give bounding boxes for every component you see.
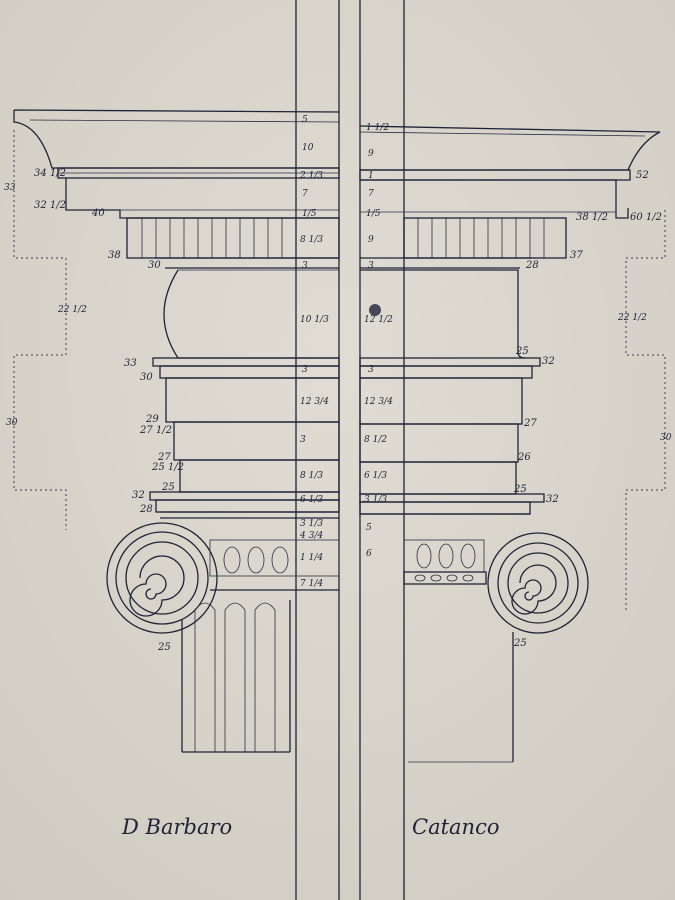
left-dim-labels: 34 1/2 32 1/2 40 38 30 33 30 29 27 1/2 2… xyxy=(34,168,184,653)
dentils-left xyxy=(141,218,283,258)
cdim-l-17: 7 1/4 xyxy=(300,579,323,589)
dim-right-12: 25 xyxy=(513,638,527,649)
dim-left-14: 28 xyxy=(139,504,153,515)
dim-left-15: 25 xyxy=(157,642,171,653)
dim-right-7: 32 xyxy=(542,356,555,367)
cdim-l-7: 3 xyxy=(302,261,308,271)
left-profile xyxy=(13,109,340,753)
dim-left-11: 25 1/2 xyxy=(151,462,184,473)
mdim-left-low: 30 xyxy=(6,418,18,428)
mdim-right-mid: 22 1/2 xyxy=(617,313,647,323)
dim-right-6: 25 xyxy=(515,346,529,357)
cdim-r-9: 3 xyxy=(368,365,374,375)
right-profile xyxy=(359,125,661,763)
egg-dart-left xyxy=(223,546,289,574)
dim-right-1: 52 xyxy=(636,170,649,181)
cdim-l-13: 6 1/3 xyxy=(300,495,323,505)
cdim-l-10: 12 3/4 xyxy=(300,397,329,407)
cdim-l-5: 1/5 xyxy=(302,209,317,219)
cdim-l-8: 10 1/3 xyxy=(300,315,329,325)
cdim-r-10: 12 3/4 xyxy=(364,397,393,407)
right-dim-labels: 52 38 1/2 60 1/2 37 28 25 32 27 26 25 32… xyxy=(513,170,662,649)
dim-left-5: 30 xyxy=(148,260,161,271)
mdim-right-low: 30 xyxy=(660,433,672,443)
caption-barbaro: D Barbaro xyxy=(121,815,232,839)
dim-left-1: 34 1/2 xyxy=(34,168,66,179)
cdim-r-5: 1/5 xyxy=(366,209,381,219)
cdim-r-14: 5 xyxy=(366,523,372,533)
caption-catanco: Catanco xyxy=(412,815,499,839)
center-right-dim-labels: 1 1/2 9 1 7 1/5 9 3 12 1/2 3 12 3/4 8 1/… xyxy=(364,123,393,559)
cdim-r-8: 12 1/2 xyxy=(364,315,393,325)
mdim-left-mid: 22 1/2 xyxy=(57,305,87,315)
cdim-l-11: 3 xyxy=(300,435,306,445)
cdim-l-1: 5 xyxy=(302,115,308,125)
dentils-right xyxy=(417,218,545,258)
cdim-r-3: 1 xyxy=(368,171,374,181)
cdim-l-3: 2 1/3 xyxy=(299,171,323,181)
dim-right-2: 38 1/2 xyxy=(576,212,608,223)
margin-dim-labels: 33 22 1/2 30 22 1/2 30 xyxy=(4,183,672,443)
dim-right-9: 26 xyxy=(517,452,531,463)
cdim-l-9: 3 xyxy=(302,365,308,375)
egg-dart-right xyxy=(416,543,476,569)
cdim-r-6: 9 xyxy=(368,235,374,245)
cdim-r-11: 8 1/2 xyxy=(364,435,387,445)
fluted-shaft-left xyxy=(181,600,291,753)
cdim-l-16: 1 1/4 xyxy=(300,553,323,563)
dim-left-4: 38 xyxy=(108,250,121,261)
ink-blot xyxy=(369,304,381,316)
dim-left-13: 32 xyxy=(132,490,145,501)
cdim-r-2: 9 xyxy=(368,149,374,159)
cdim-l-15: 4 3/4 xyxy=(299,531,323,541)
cdim-r-12: 6 1/3 xyxy=(364,471,387,481)
dim-left-10: 27 xyxy=(157,452,171,463)
cdim-r-1: 1 1/2 xyxy=(366,123,389,133)
dim-left-12: 25 xyxy=(161,482,175,493)
cdim-l-6: 8 1/3 xyxy=(300,235,323,245)
cdim-l-4: 7 xyxy=(302,189,308,199)
dim-right-8: 27 xyxy=(523,418,537,429)
bead-reel-right xyxy=(414,574,474,582)
cdim-r-7: 3 xyxy=(368,261,374,271)
cdim-r-4: 7 xyxy=(368,189,374,199)
dim-left-6: 33 xyxy=(124,358,137,369)
center-left-dim-labels: 5 10 2 1/3 7 1/5 8 1/3 3 10 1/3 3 12 3/4… xyxy=(299,115,329,589)
dim-right-11: 32 xyxy=(546,494,559,505)
cdim-r-13: 3 1/3 xyxy=(364,495,387,505)
dim-right-3: 60 1/2 xyxy=(630,212,662,223)
dim-right-10: 25 xyxy=(513,484,527,495)
dim-right-4: 37 xyxy=(570,250,583,261)
dim-right-5: 28 xyxy=(525,260,539,271)
cdim-r-15: 6 xyxy=(366,549,372,559)
cdim-l-2: 10 xyxy=(302,143,314,153)
dim-left-2: 32 1/2 xyxy=(34,200,66,211)
cdim-l-14: 3 1/3 xyxy=(300,519,323,529)
dim-left-8: 29 xyxy=(145,414,159,425)
cdim-l-12: 8 1/3 xyxy=(300,471,323,481)
dim-left-7: 30 xyxy=(140,372,153,383)
mdim-left-top: 33 xyxy=(4,183,16,193)
dim-left-9: 27 1/2 xyxy=(139,425,172,436)
dim-left-3: 40 xyxy=(91,208,105,219)
dashed-profiles xyxy=(13,130,666,610)
